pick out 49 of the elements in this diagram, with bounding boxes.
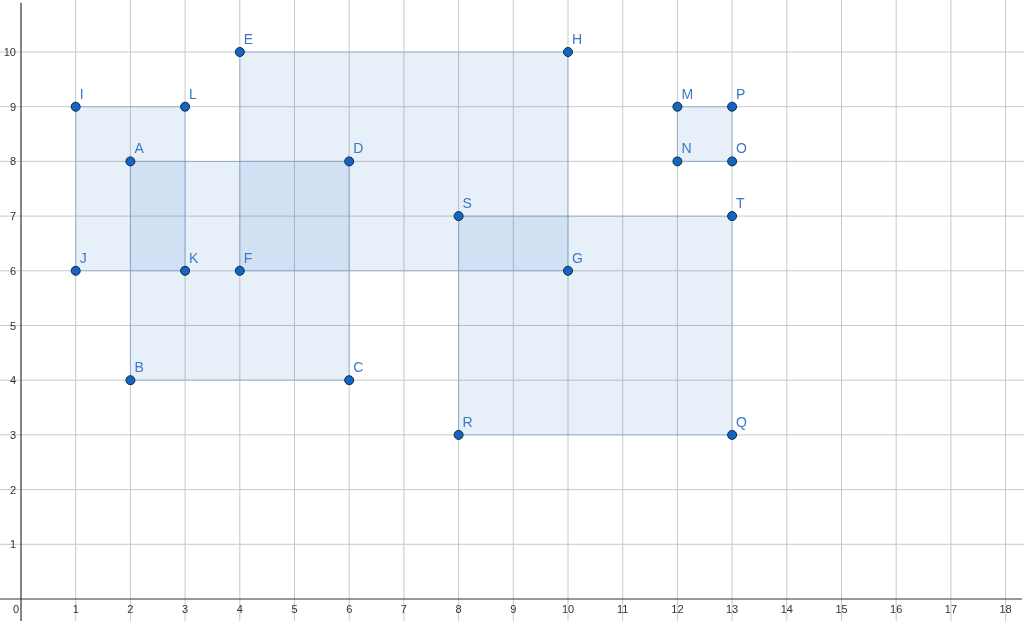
point-label: D [353,140,364,157]
x-tick-label: 11 [617,603,629,615]
point-label: M [681,85,694,102]
x-tick-label: 16 [890,603,903,615]
x-tick-label: 14 [780,603,793,615]
point-label: J [79,249,87,266]
point-label: B [134,359,144,376]
point-label: A [134,140,144,157]
point-label: O [736,140,747,157]
point-label: F [243,249,253,266]
y-tick-label: 6 [9,264,16,277]
x-tick-label: 6 [346,603,353,615]
y-tick-label: 7 [9,210,16,223]
y-tick-label: 2 [9,483,16,496]
point-label: R [462,413,473,430]
point-label: I [79,85,84,102]
x-tick-label: 18 [999,603,1012,615]
y-tick-label: 5 [9,319,16,332]
x-tick-label: 13 [725,603,739,615]
y-tick-label: 1 [9,538,16,551]
x-tick-label: 1 [72,603,79,615]
x-tick-label: 10 [561,603,575,615]
y-tick-label: 8 [9,155,16,168]
point-label: C [353,359,364,376]
x-tick-label: 2 [127,603,134,615]
point-label: T [736,195,745,212]
point-label: E [243,31,254,47]
point-label: P [736,85,746,102]
point-label: L [189,85,197,102]
point-label: K [189,249,199,266]
x-tick-label: 17 [944,603,958,615]
origin-label: 0 [12,603,19,615]
x-tick-label: 5 [291,603,298,615]
x-tick-label: 7 [400,603,407,615]
x-tick-label: 4 [236,603,243,615]
x-tick-label: 9 [510,603,517,615]
y-tick-label: 3 [9,428,16,441]
x-tick-label: 12 [671,603,684,615]
x-tick-label: 8 [455,603,462,615]
y-tick-label: 10 [3,46,16,58]
point-label: H [572,31,583,47]
x-tick-label: 3 [182,603,189,615]
x-tick-label: 15 [835,603,848,615]
point-label: G [572,249,583,266]
point-label: Q [736,413,747,430]
y-tick-label: 9 [9,100,16,113]
point-label: S [462,195,472,212]
point-label: N [681,140,692,157]
y-tick-label: 4 [9,374,16,387]
